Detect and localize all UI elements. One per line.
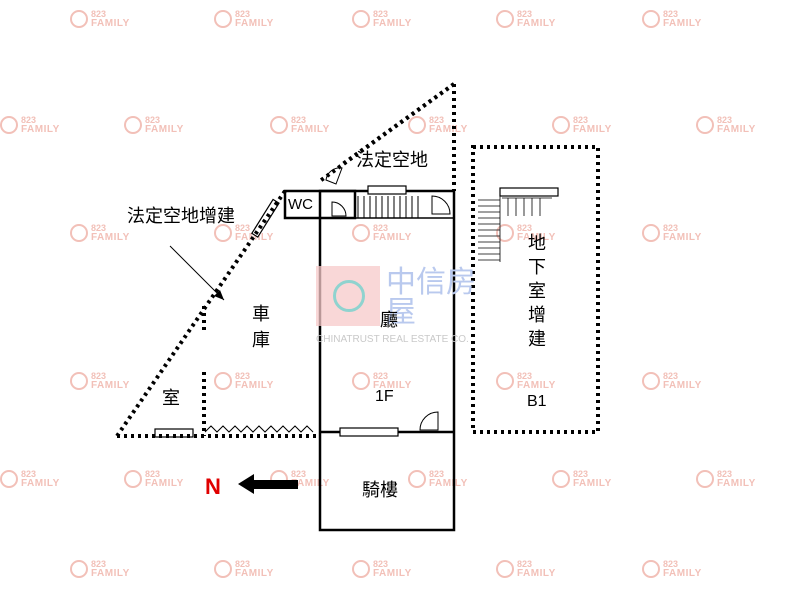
window-top	[367, 185, 407, 195]
house-logo-icon	[496, 372, 514, 390]
basement-boundary	[471, 145, 600, 434]
house-logo-icon	[352, 10, 370, 28]
stairs-b1	[478, 196, 552, 262]
house-logo-icon	[270, 116, 288, 134]
house-logo-icon	[496, 560, 514, 578]
annotation-leader	[169, 245, 225, 301]
label-room: 室	[162, 388, 180, 409]
house-logo-icon	[214, 224, 232, 242]
label-legal-open-space: 法定空地	[356, 150, 428, 171]
house-logo-icon	[352, 224, 370, 242]
house-logo-icon	[124, 116, 142, 134]
house-logo-icon	[70, 372, 88, 390]
house-logo-icon	[352, 372, 370, 390]
window-arcade	[339, 427, 399, 437]
zigzag-fence	[204, 425, 314, 433]
label-arcade: 騎樓	[362, 480, 398, 501]
door-1f	[419, 411, 439, 431]
house-logo-icon	[214, 10, 232, 28]
house-logo-icon	[642, 224, 660, 242]
house-logo-icon	[70, 224, 88, 242]
house-logo-icon	[214, 560, 232, 578]
brand-logo: 中信房屋 CHINATRUST REAL ESTATE CO.	[316, 266, 486, 350]
door-stair	[431, 195, 451, 215]
stairs-1f	[357, 196, 419, 218]
brand-chinese: 中信房屋	[386, 265, 476, 330]
house-logo-icon	[70, 560, 88, 578]
house-logo-icon	[552, 116, 570, 134]
house-logo-icon	[408, 470, 426, 488]
label-wc: WC	[288, 196, 313, 213]
house-logo-icon	[214, 372, 232, 390]
label-1f: 1F	[375, 388, 394, 405]
house-logo-icon	[696, 116, 714, 134]
house-logo-icon	[0, 116, 18, 134]
house-logo-icon	[696, 470, 714, 488]
label-legal-open-space-addition: 法定空地增建	[127, 206, 235, 227]
house-logo-icon	[408, 116, 426, 134]
brand-circle-icon	[333, 280, 365, 312]
house-logo-icon	[642, 372, 660, 390]
house-logo-icon	[552, 470, 570, 488]
house-logo-icon	[496, 224, 514, 242]
house-logo-icon	[496, 10, 514, 28]
house-logo-icon	[642, 10, 660, 28]
label-hall: 廳	[380, 310, 398, 331]
house-logo-icon	[352, 560, 370, 578]
legal-open-space-boundary	[115, 82, 456, 438]
north-arrow-icon	[238, 474, 298, 494]
house-logo-icon	[642, 560, 660, 578]
label-b1: B1	[527, 393, 547, 410]
house-logo-icon	[124, 470, 142, 488]
door-wc	[331, 201, 347, 217]
north-label: N	[205, 474, 221, 499]
label-garage: 車庫	[252, 304, 270, 351]
window-b1	[499, 187, 559, 197]
label-basement-addition: 地下室增建	[528, 233, 546, 350]
house-logo-icon	[70, 10, 88, 28]
house-logo-icon	[0, 470, 18, 488]
brand-english: CHINATRUST REAL ESTATE CO.	[316, 334, 469, 345]
